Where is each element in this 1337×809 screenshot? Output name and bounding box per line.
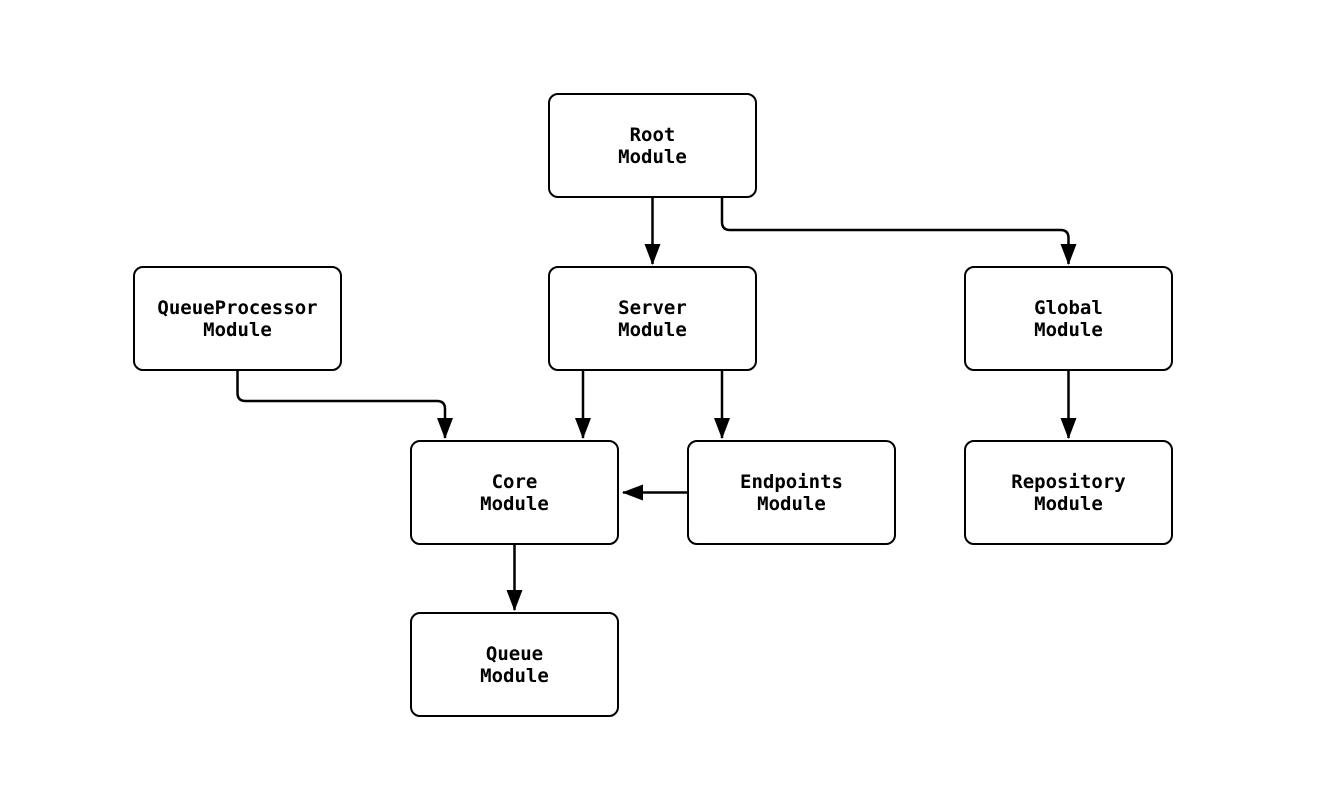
node-root-module-label: Root Module	[618, 123, 687, 168]
node-root-module: Root Module	[548, 93, 757, 198]
node-repository-module: Repository Module	[964, 440, 1173, 545]
node-repository-module-label: Repository Module	[1011, 470, 1126, 515]
node-global-module-label: Global Module	[1034, 296, 1103, 341]
node-global-module: Global Module	[964, 266, 1173, 371]
node-endpoints-module: Endpoints Module	[687, 440, 896, 545]
node-endpoints-module-label: Endpoints Module	[740, 470, 843, 515]
node-core-module: Core Module	[410, 440, 619, 545]
node-server-module: Server Module	[548, 266, 757, 371]
node-queueprocessor-module: QueueProcessor Module	[133, 266, 342, 371]
node-queue-module: Queue Module	[410, 612, 619, 717]
node-queueprocessor-module-label: QueueProcessor Module	[157, 296, 318, 341]
edge-queueprocessor-to-core	[236, 371, 453, 439]
node-server-module-label: Server Module	[618, 296, 687, 341]
edge-root-to-global	[720, 198, 1077, 265]
node-core-module-label: Core Module	[480, 470, 549, 515]
node-queue-module-label: Queue Module	[480, 642, 549, 687]
